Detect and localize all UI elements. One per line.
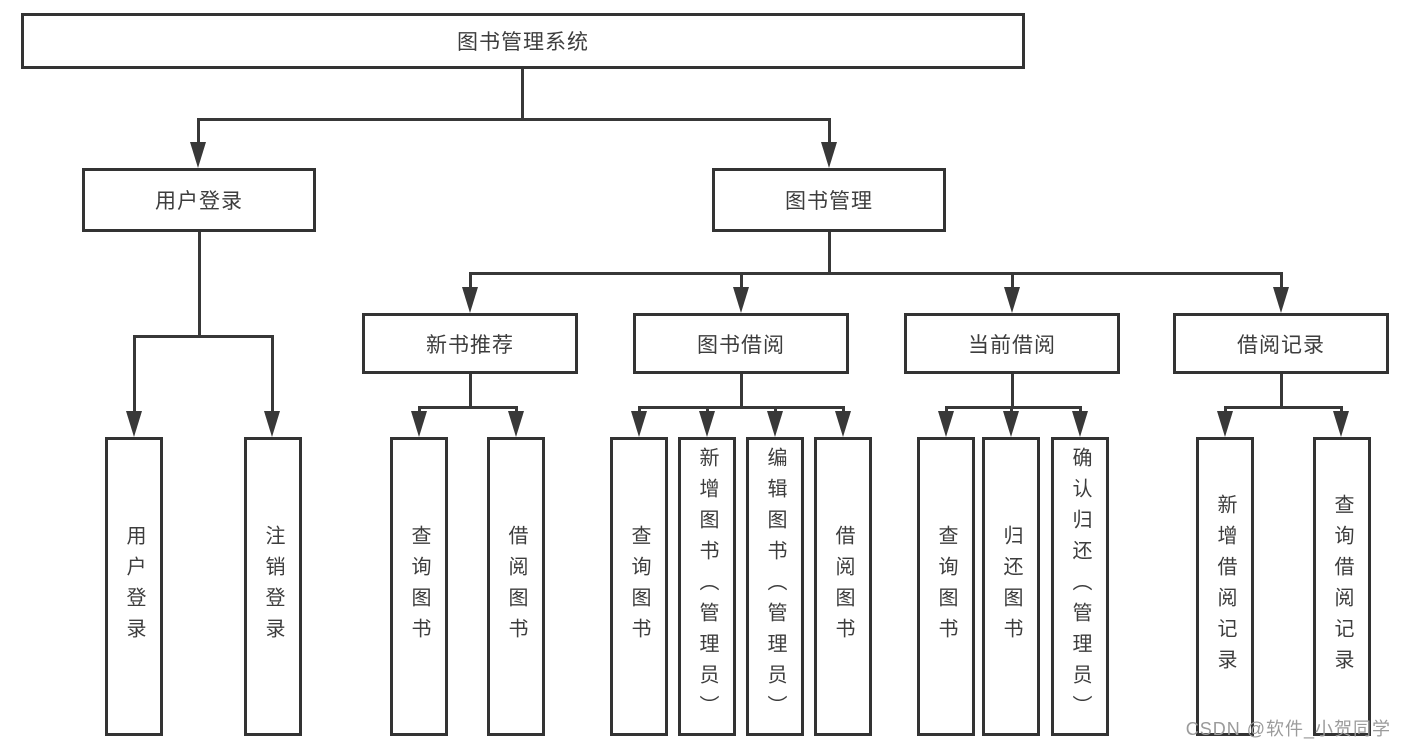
connector-recommend-drop bbox=[469, 272, 472, 289]
node-current-borrow-label: 当前借阅 bbox=[968, 333, 1056, 357]
connector-records-children-bar bbox=[1224, 406, 1342, 409]
arrow-down-icon bbox=[1004, 287, 1020, 313]
node-user-login: 用户登录 bbox=[82, 168, 316, 232]
connector-records-stem bbox=[1280, 374, 1283, 406]
node-current-confirm-return: 确认归还（管理员） bbox=[1051, 437, 1109, 736]
connector-drop bbox=[945, 406, 948, 414]
connector-drop bbox=[638, 406, 641, 414]
arrow-down-icon bbox=[126, 411, 142, 437]
arrow-down-icon bbox=[462, 287, 478, 313]
connector-recommend-stem bbox=[469, 374, 472, 406]
node-current-query-books: 查询图书 bbox=[917, 437, 975, 736]
node-current-confirm-return-label: 确认归还（管理员） bbox=[1069, 447, 1091, 726]
node-current-return-books: 归还图书 bbox=[982, 437, 1040, 736]
node-borrow-query-books-label: 查询图书 bbox=[628, 524, 650, 649]
node-leaf-user-login-label: 用户登录 bbox=[123, 524, 145, 649]
node-book-borrow: 图书借阅 bbox=[633, 313, 849, 374]
connector-recommend-children-bar bbox=[418, 406, 518, 409]
arrow-down-icon bbox=[1333, 411, 1349, 437]
arrow-down-icon bbox=[190, 142, 206, 168]
node-user-login-label: 用户登录 bbox=[155, 190, 243, 213]
node-borrow-add-books: 新增图书（管理员） bbox=[678, 437, 736, 736]
node-current-return-books-label: 归还图书 bbox=[1000, 524, 1022, 649]
connector-drop bbox=[1079, 406, 1082, 414]
node-root-label: 图书管理系统 bbox=[457, 31, 589, 54]
connector-records-drop bbox=[1280, 272, 1283, 289]
connector-drop bbox=[418, 406, 421, 414]
connector-mgmt-drop bbox=[828, 118, 831, 145]
node-borrow-records-label: 借阅记录 bbox=[1237, 333, 1325, 357]
node-book-management-label: 图书管理 bbox=[785, 190, 873, 213]
node-borrow-edit-books: 编辑图书（管理员） bbox=[746, 437, 804, 736]
node-borrow-query-books: 查询图书 bbox=[610, 437, 668, 736]
connector-current-stem bbox=[1011, 374, 1014, 406]
connector-current-children-bar bbox=[945, 406, 1081, 409]
arrow-down-icon bbox=[767, 411, 783, 437]
arrow-down-icon bbox=[264, 411, 280, 437]
arrow-down-icon bbox=[411, 411, 427, 437]
node-borrow-add-books-label: 新增图书（管理员） bbox=[696, 447, 718, 726]
arrow-down-icon bbox=[508, 411, 524, 437]
connector-login-children-bar bbox=[133, 335, 274, 338]
node-records-add-record: 新增借阅记录 bbox=[1196, 437, 1254, 736]
connector-drop bbox=[1340, 406, 1343, 414]
node-book-borrow-label: 图书借阅 bbox=[697, 333, 785, 357]
node-borrow-records: 借阅记录 bbox=[1173, 313, 1389, 374]
connector-mgmt-stem bbox=[828, 232, 831, 272]
node-current-query-books-label: 查询图书 bbox=[935, 524, 957, 649]
connector-drop bbox=[1224, 406, 1227, 414]
arrow-down-icon bbox=[835, 411, 851, 437]
node-recommend-borrow-books: 借阅图书 bbox=[487, 437, 545, 736]
node-new-book-recommend-label: 新书推荐 bbox=[426, 333, 514, 357]
node-leaf-logout-label: 注销登录 bbox=[262, 524, 284, 649]
connector-login-child2-drop bbox=[271, 335, 274, 413]
connector-login-child1-drop bbox=[133, 335, 136, 413]
connector-level3-bar bbox=[469, 272, 1283, 275]
csdn-watermark: CSDN @软件_小贺同学 bbox=[1185, 719, 1391, 739]
node-new-book-recommend: 新书推荐 bbox=[362, 313, 578, 374]
node-borrow-borrow-books-label: 借阅图书 bbox=[832, 524, 854, 649]
node-leaf-user-login: 用户登录 bbox=[105, 437, 163, 736]
connector-login-drop bbox=[197, 118, 200, 145]
arrow-down-icon bbox=[1003, 411, 1019, 437]
node-records-query-record: 查询借阅记录 bbox=[1313, 437, 1371, 736]
connector-borrow-drop bbox=[740, 272, 743, 289]
arrow-down-icon bbox=[631, 411, 647, 437]
node-borrow-borrow-books: 借阅图书 bbox=[814, 437, 872, 736]
arrow-down-icon bbox=[938, 411, 954, 437]
node-records-add-record-label: 新增借阅记录 bbox=[1214, 493, 1236, 680]
connector-level2-bar bbox=[197, 118, 831, 121]
connector-drop bbox=[1010, 406, 1013, 414]
connector-login-stem bbox=[198, 232, 201, 335]
arrow-down-icon bbox=[1273, 287, 1289, 313]
arrow-down-icon bbox=[699, 411, 715, 437]
connector-borrow-stem bbox=[740, 374, 743, 406]
node-current-borrow: 当前借阅 bbox=[904, 313, 1120, 374]
node-borrow-edit-books-label: 编辑图书（管理员） bbox=[764, 447, 786, 726]
node-book-management: 图书管理 bbox=[712, 168, 946, 232]
connector-drop bbox=[515, 406, 518, 414]
node-records-query-record-label: 查询借阅记录 bbox=[1331, 493, 1353, 680]
connector-drop bbox=[774, 406, 777, 414]
arrow-down-icon bbox=[821, 142, 837, 168]
node-recommend-borrow-books-label: 借阅图书 bbox=[505, 524, 527, 649]
connector-root-stem bbox=[521, 69, 524, 118]
connector-drop bbox=[842, 406, 845, 414]
node-leaf-logout: 注销登录 bbox=[244, 437, 302, 736]
arrow-down-icon bbox=[1217, 411, 1233, 437]
connector-borrow-children-bar bbox=[638, 406, 844, 409]
arrow-down-icon bbox=[733, 287, 749, 313]
connector-current-drop bbox=[1011, 272, 1014, 289]
node-root: 图书管理系统 bbox=[21, 13, 1025, 69]
node-recommend-query-books: 查询图书 bbox=[390, 437, 448, 736]
node-recommend-query-books-label: 查询图书 bbox=[408, 524, 430, 649]
arrow-down-icon bbox=[1072, 411, 1088, 437]
connector-drop bbox=[706, 406, 709, 414]
